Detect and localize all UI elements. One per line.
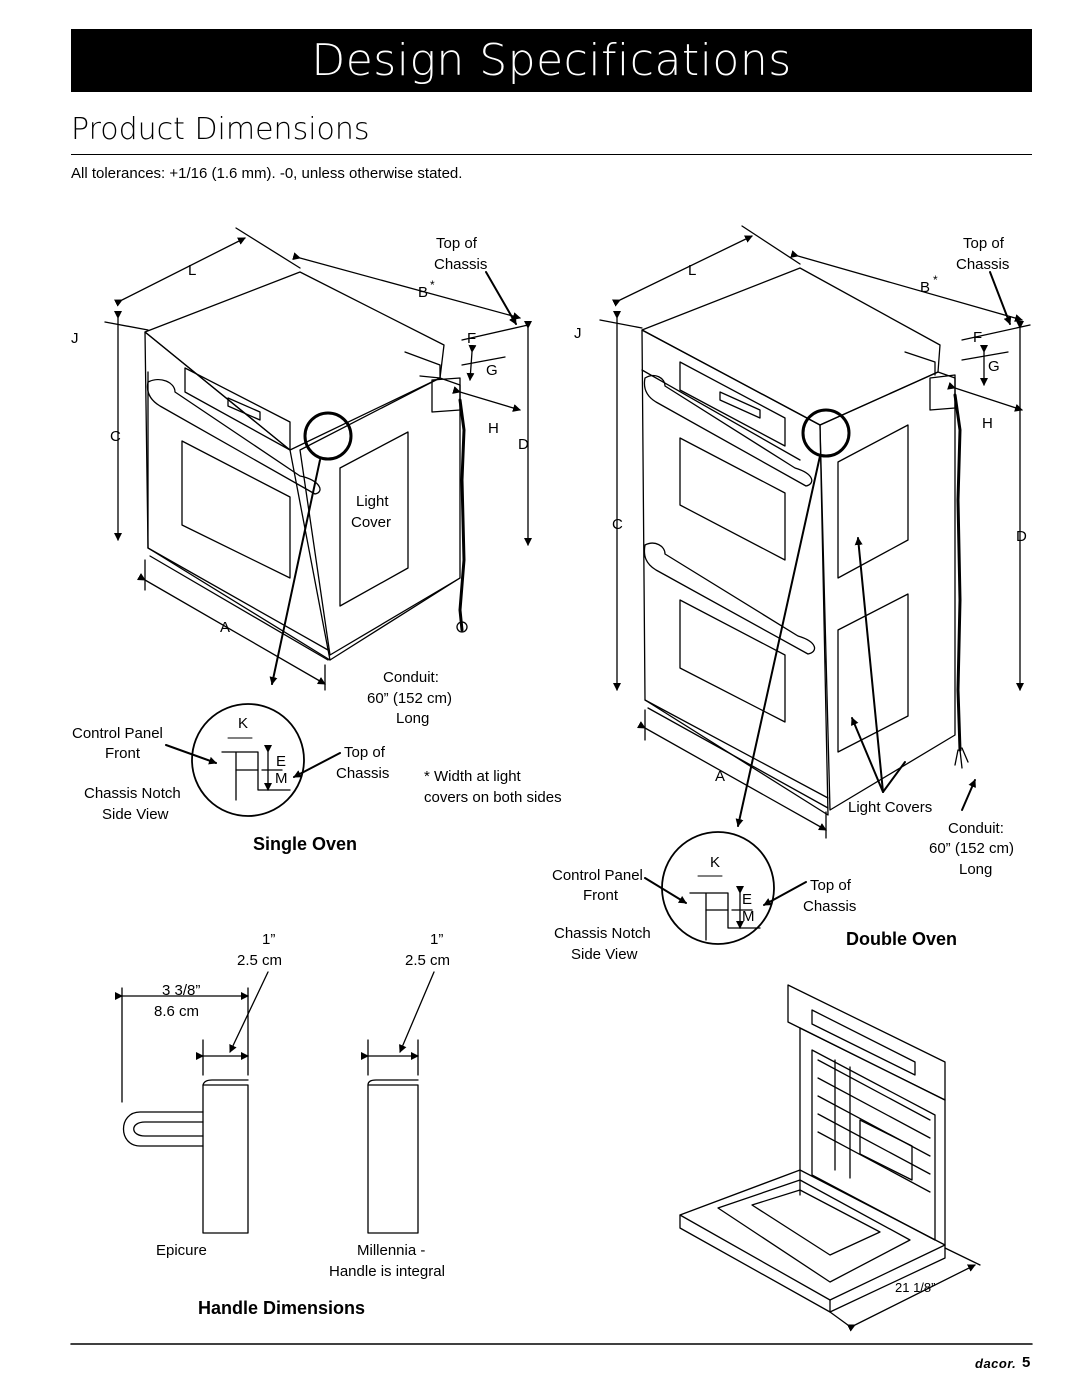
notch-double-1: Chassis Notch [554, 925, 651, 942]
light-covers-label: Light Covers [848, 799, 933, 816]
conduit-single-2: 60” (152 cm) [367, 690, 453, 707]
section-title: Product Dimensions [71, 112, 370, 147]
single-oven-drawing [104, 227, 532, 817]
top-of-chassis-single-2: Chassis [434, 256, 488, 273]
dim-L-double: L [688, 262, 697, 279]
width-note-2: covers on both sides [424, 789, 562, 806]
millennia-width-in: 1” [430, 931, 444, 948]
open-oven-dim: 21 1/8” [895, 1280, 936, 1295]
light-cover-label-2: Cover [351, 514, 392, 531]
dim-A-double: A [715, 768, 726, 785]
detail-M-single: M [275, 770, 288, 787]
conduit-single-1: Conduit: [383, 669, 439, 686]
detail-K-single: K [238, 715, 249, 732]
notch-single-2: Side View [102, 806, 169, 823]
dim-L-single: L [188, 262, 197, 279]
double-oven-drawing [599, 225, 1031, 945]
dim-A-single: A [220, 619, 231, 636]
conduit-double-1: Conduit: [948, 820, 1004, 837]
dim-B-asterisk-double: * [933, 273, 938, 287]
detail-M-double: M [742, 908, 755, 925]
dim-B-double: B [920, 279, 931, 296]
conduit-double-2: 60” (152 cm) [929, 840, 1015, 857]
width-note-1: * Width at light [424, 768, 521, 785]
detail-K-double: K [710, 854, 721, 871]
epicure-depth-cm: 8.6 cm [154, 1003, 200, 1020]
dim-B-single: B [418, 284, 429, 301]
detail-E-double: E [742, 891, 753, 908]
epicure-width-in: 1” [262, 931, 276, 948]
epicure-width-cm: 2.5 cm [237, 952, 283, 969]
dim-C-single: C [110, 428, 121, 445]
dim-J-single: J [71, 330, 79, 347]
tolerance-note: All tolerances: +1/16 (1.6 mm). -0, unle… [71, 165, 463, 182]
double-oven-title: Double Oven [846, 929, 958, 949]
light-cover-label-1: Light [356, 493, 389, 510]
top-of-chassis-single-1: Top of [436, 235, 477, 252]
detail-top-double-2: Chassis [803, 898, 857, 915]
dacor-logo: dacor. [975, 1356, 1017, 1371]
conduit-double-3: Long [959, 861, 993, 878]
dim-J-double: J [574, 325, 582, 342]
dim-G-double: G [988, 358, 1000, 375]
dim-C-double: C [612, 516, 623, 533]
detail-top-double-1: Top of [810, 877, 851, 894]
page-banner: Design Specifications [71, 29, 1032, 92]
panel-front-double-1: Control Panel [552, 867, 643, 884]
dim-B-asterisk-single: * [430, 278, 435, 292]
dim-H-single: H [488, 420, 499, 437]
conduit-single-3: Long [396, 710, 430, 727]
dim-F-double: F [973, 329, 983, 346]
detail-E-single: E [276, 753, 287, 770]
single-oven-title: Single Oven [253, 834, 358, 854]
dim-G-single: G [486, 362, 498, 379]
dim-H-double: H [982, 415, 993, 432]
top-of-chassis-double-1: Top of [963, 235, 1004, 252]
detail-top-single-2: Chassis [336, 765, 390, 782]
panel-front-double-2: Front [583, 887, 619, 904]
epicure-label: Epicure [156, 1242, 207, 1259]
panel-front-single-1: Control Panel [72, 725, 163, 742]
top-of-chassis-double-2: Chassis [956, 256, 1010, 273]
notch-double-2: Side View [571, 946, 638, 963]
panel-front-single-2: Front [105, 745, 141, 762]
notch-single-1: Chassis Notch [84, 785, 181, 802]
section-rule [71, 154, 1032, 155]
millennia-label-2: Handle is integral [329, 1263, 445, 1280]
millennia-label-1: Millennia - [357, 1242, 426, 1259]
epicure-depth-in: 3 3/8” [162, 982, 201, 999]
page-number: 5 [1022, 1354, 1031, 1371]
detail-top-single-1: Top of [344, 744, 385, 761]
dim-D-single: D [518, 436, 529, 453]
handle-dimensions-title: Handle Dimensions [198, 1298, 366, 1318]
dim-F-single: F [467, 330, 477, 347]
open-oven-drawing [679, 984, 981, 1332]
dim-D-double: D [1016, 528, 1027, 545]
millennia-width-cm: 2.5 cm [405, 952, 451, 969]
handle-dimensions-drawing [115, 971, 435, 1234]
